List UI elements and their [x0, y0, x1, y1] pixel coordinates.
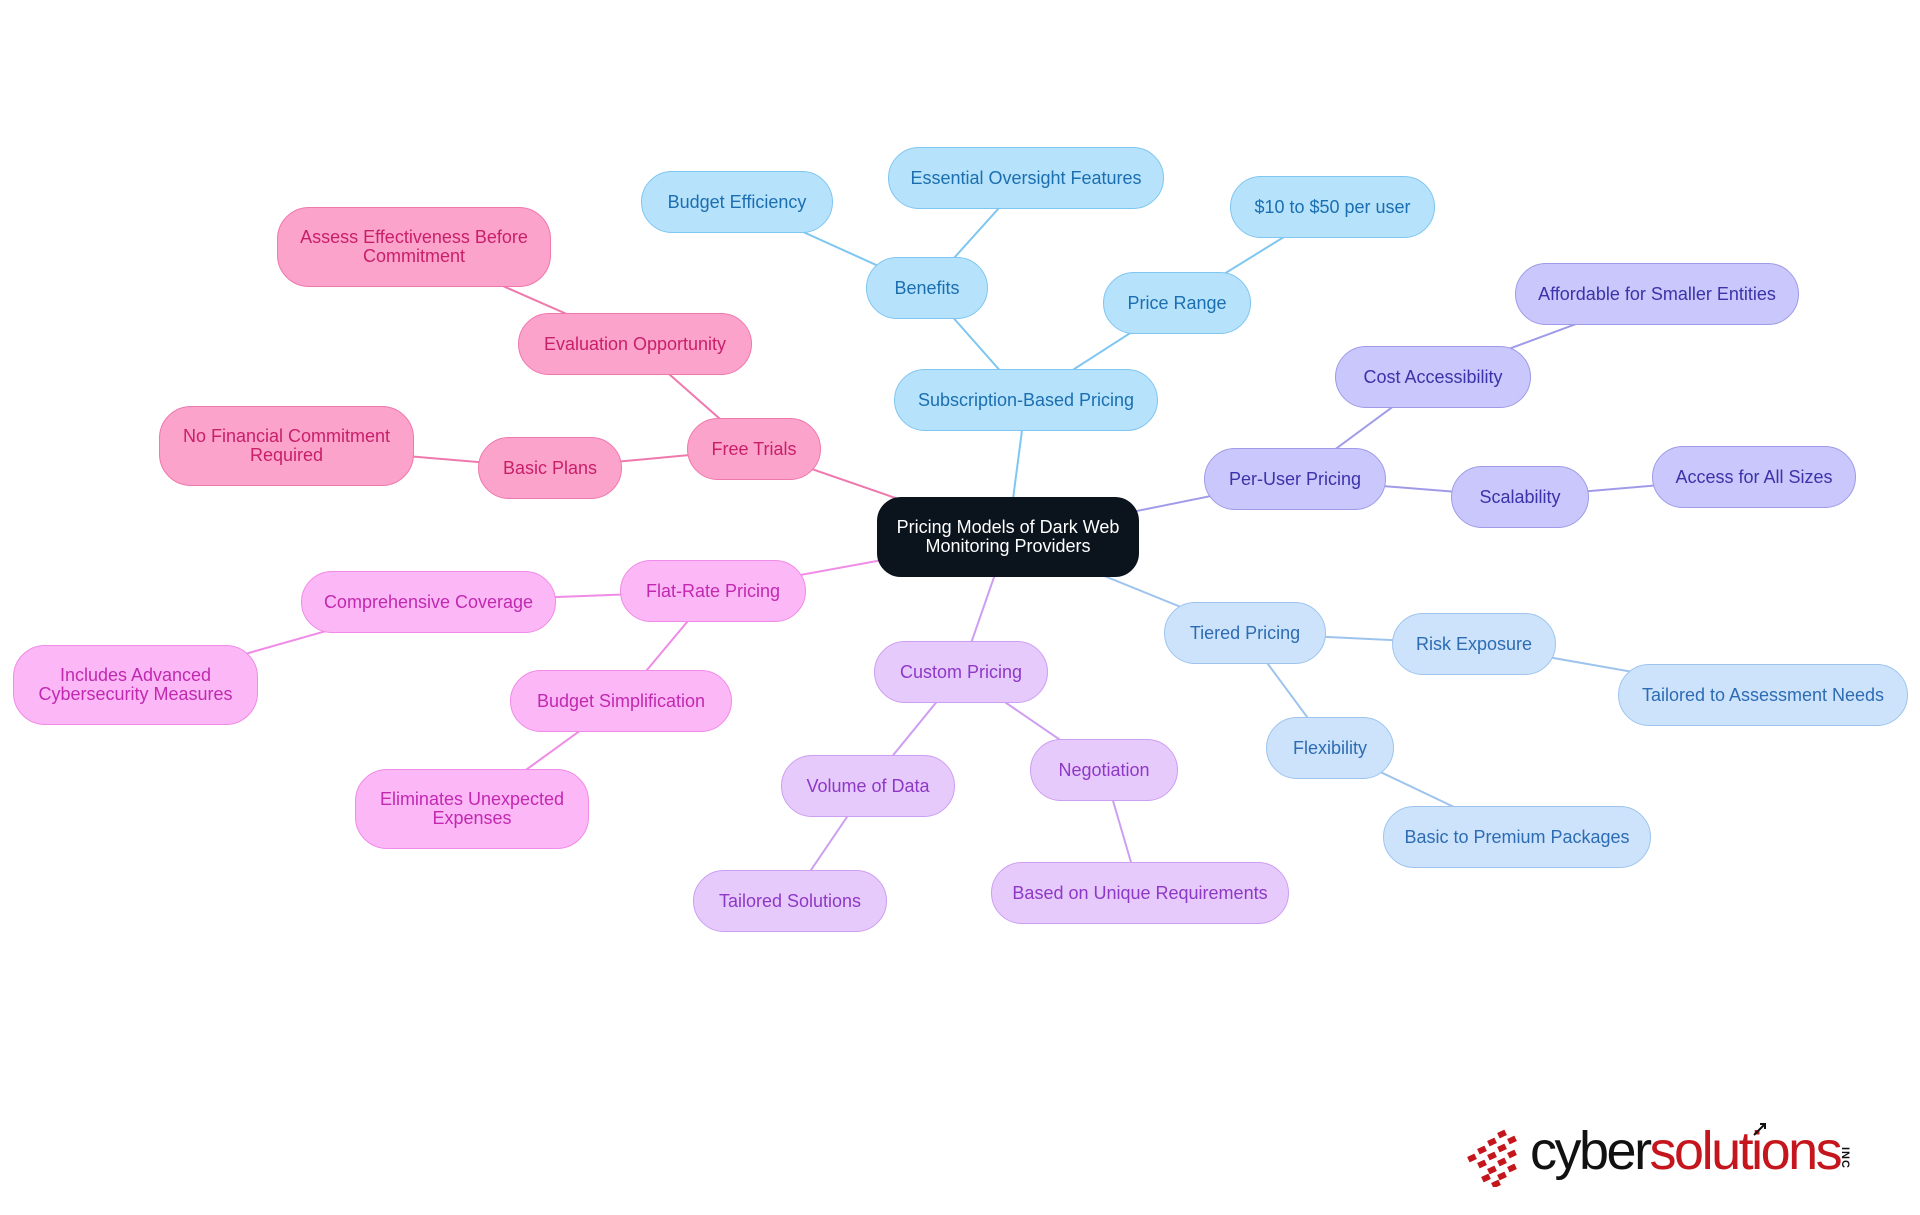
all-sizes-label: Access for All Sizes	[1675, 466, 1833, 487]
logo-square	[1491, 1179, 1501, 1187]
negotiation-label: Negotiation	[1058, 759, 1150, 780]
node-evaluation: Evaluation Opportunity	[518, 313, 752, 375]
node-cost-acc: Cost Accessibility	[1335, 346, 1531, 408]
ten-fifty-label: $10 to $50 per user	[1254, 196, 1411, 217]
node-tiered: Tiered Pricing	[1164, 602, 1326, 664]
logo-square	[1477, 1159, 1487, 1169]
node-flexibility: Flexibility	[1266, 717, 1394, 779]
flexibility-label: Flexibility	[1292, 737, 1367, 758]
basic-premium-label: Basic to Premium Packages	[1404, 826, 1630, 847]
node-custom: Custom Pricing	[874, 641, 1048, 703]
logo-square	[1497, 1171, 1507, 1181]
custom-label: Custom Pricing	[899, 661, 1023, 682]
subscription-label: Subscription-Based Pricing	[917, 389, 1135, 410]
logo-mark-icon	[1467, 1129, 1517, 1187]
unique-label: Based on Unique Requirements	[1012, 882, 1268, 903]
logo-square	[1507, 1149, 1517, 1159]
node-tailored-assess: Tailored to Assessment Needs	[1618, 664, 1908, 726]
logo-square	[1507, 1135, 1517, 1145]
node-budget-simp: Budget Simplification	[510, 670, 732, 732]
node-basic-premium: Basic to Premium Packages	[1383, 806, 1651, 868]
budget-eff-label: Budget Efficiency	[667, 191, 807, 212]
logo-inc-suffix: INC	[1839, 1147, 1851, 1169]
node-affordable: Affordable for Smaller Entities	[1515, 263, 1799, 325]
free-label: Free Trials	[711, 438, 797, 459]
per-user-label: Per-User Pricing	[1228, 468, 1362, 489]
evaluation-label: Evaluation Opportunity	[543, 333, 727, 354]
logo-square	[1467, 1153, 1477, 1163]
node-basic-plans: Basic Plans	[478, 437, 622, 499]
node-ten-fifty: $10 to $50 per user	[1230, 176, 1435, 238]
node-per-user: Per-User Pricing	[1204, 448, 1386, 510]
tailored-assess-label: Tailored to Assessment Needs	[1641, 684, 1885, 705]
node-essential: Essential Oversight Features	[888, 147, 1164, 209]
node-negotiation: Negotiation	[1030, 739, 1178, 801]
node-all-sizes: Access for All Sizes	[1652, 446, 1856, 508]
node-comprehensive: Comprehensive Coverage	[301, 571, 556, 633]
logo-word-cyber: cyber	[1530, 1121, 1652, 1181]
node-volume: Volume of Data	[781, 755, 955, 817]
logo-square	[1507, 1163, 1517, 1173]
node-scalability: Scalability	[1451, 466, 1589, 528]
logo-square	[1477, 1145, 1487, 1155]
node-unique: Based on Unique Requirements	[991, 862, 1289, 924]
logo-word-solutions: solutions	[1649, 1121, 1843, 1181]
essential-label: Essential Oversight Features	[910, 167, 1142, 188]
budget-simp-label: Budget Simplification	[536, 690, 706, 711]
cost-acc-label: Cost Accessibility	[1363, 366, 1503, 387]
scalability-label: Scalability	[1479, 486, 1561, 507]
node-flat: Flat-Rate Pricing	[620, 560, 806, 622]
logo-tick-icon	[1753, 1123, 1766, 1136]
flat-label: Flat-Rate Pricing	[645, 580, 781, 601]
node-budget-eff: Budget Efficiency	[641, 171, 833, 233]
tiered-label: Tiered Pricing	[1189, 622, 1301, 643]
logo-square	[1487, 1137, 1497, 1147]
node-tailored-sol: Tailored Solutions	[693, 870, 887, 932]
affordable-label: Affordable for Smaller Entities	[1538, 283, 1776, 304]
logo-square	[1497, 1129, 1507, 1139]
logo-square	[1497, 1157, 1507, 1167]
node-price-range: Price Range	[1103, 272, 1251, 334]
tailored-sol-label: Tailored Solutions	[718, 890, 862, 911]
benefits-label: Benefits	[894, 277, 960, 298]
cybersolutions-logo: cybersolutions INC	[1462, 1121, 1882, 1193]
logo-square	[1497, 1143, 1507, 1153]
logo-wordmark: cybersolutions	[1530, 1119, 1843, 1183]
logo-square	[1487, 1151, 1497, 1161]
risk-label: Risk Exposure	[1415, 633, 1533, 654]
node-benefits: Benefits	[866, 257, 988, 319]
node-risk: Risk Exposure	[1392, 613, 1556, 675]
node-subscription: Subscription-Based Pricing	[894, 369, 1158, 431]
node-free: Free Trials	[687, 418, 821, 480]
comprehensive-label: Comprehensive Coverage	[323, 591, 534, 612]
logo-square	[1487, 1165, 1497, 1175]
volume-label: Volume of Data	[806, 775, 930, 796]
basic-plans-label: Basic Plans	[502, 457, 598, 478]
logo-square	[1481, 1173, 1491, 1183]
price-range-label: Price Range	[1127, 292, 1227, 313]
